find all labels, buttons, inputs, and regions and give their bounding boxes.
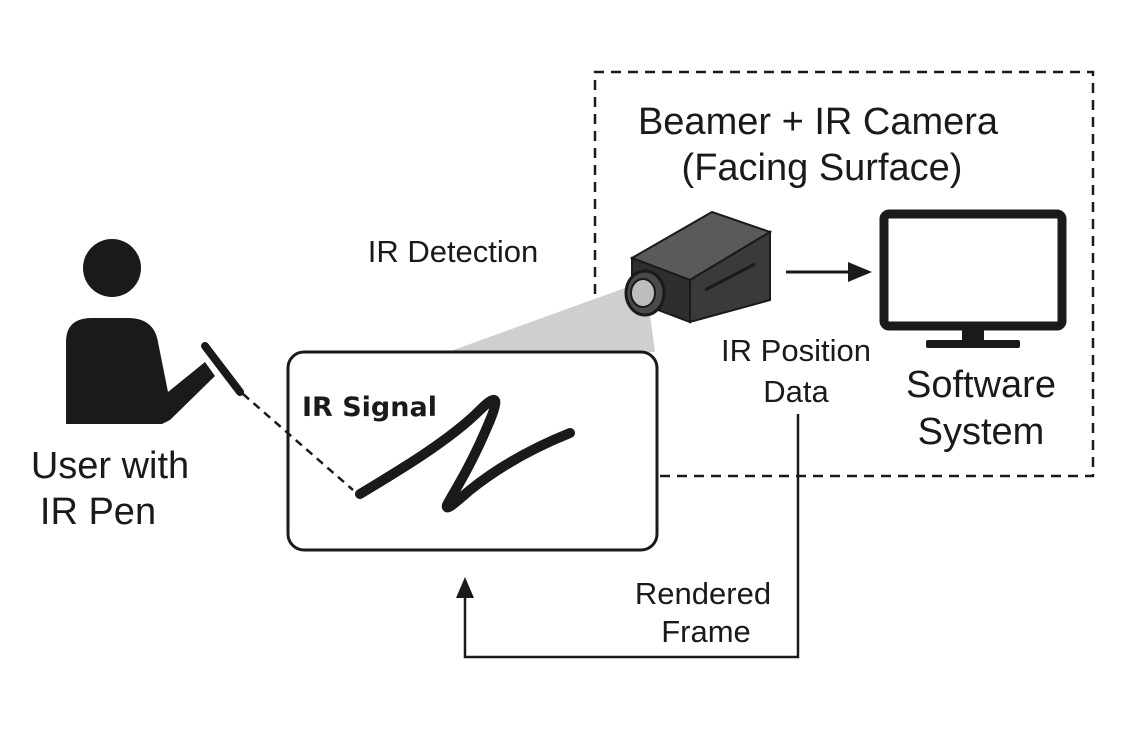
person-with-pen-icon <box>66 239 244 424</box>
monitor-icon <box>879 209 1067 348</box>
rendered-frame-label-line1: Rendered <box>635 576 771 611</box>
ir-position-label-line2: Data <box>763 374 829 409</box>
ir-detection-label: IR Detection <box>368 234 539 269</box>
rendered-frame-feedback-line <box>463 414 800 659</box>
camera-to-software-arrowhead <box>848 262 872 282</box>
user-label-line1: User with <box>31 445 189 487</box>
camera-title-line2: (Facing Surface) <box>682 147 963 189</box>
software-label-line1: Software <box>906 364 1056 406</box>
user-label-line2: IR Pen <box>40 491 156 533</box>
ir-camera-icon <box>624 210 773 324</box>
software-label-line2: System <box>918 411 1045 453</box>
ir-detection-beam <box>448 288 655 352</box>
rendered-frame-label-line2: Frame <box>661 614 751 649</box>
camera-title-line1: Beamer + IR Camera <box>638 101 999 143</box>
ir-signal-stroke-icon <box>355 394 575 513</box>
ir-position-label-line1: IR Position <box>721 333 871 368</box>
ir-signal-label: IR Signal <box>302 392 437 423</box>
beamer-system-boundary <box>593 70 1095 478</box>
rendered-frame-arrowhead <box>456 577 474 598</box>
pen-to-surface-dashed-line <box>242 393 354 491</box>
